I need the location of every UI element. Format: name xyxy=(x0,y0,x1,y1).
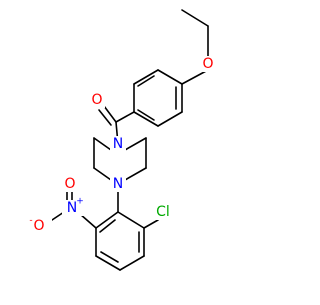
bond-co-double-a xyxy=(103,105,117,123)
bonds xyxy=(45,9,209,271)
bond-pip-f xyxy=(93,137,112,151)
bond-ring1-c xyxy=(133,111,159,127)
bond-ring1-double-2 xyxy=(137,109,155,121)
bond-ring1-double-3 xyxy=(137,75,155,87)
atom-o-carbonyl: O xyxy=(91,92,102,108)
bond-pip-d xyxy=(93,167,112,181)
bond-o-aryl xyxy=(181,69,209,85)
bg-o-nitro-double xyxy=(62,176,78,192)
bg-n-nitro xyxy=(62,200,84,216)
atom-n-piperazine-bottom: N xyxy=(113,176,123,192)
atom-label-backgrounds xyxy=(30,56,216,234)
structure-svg: O O N N Cl N + O O - xyxy=(29,9,216,271)
bond-ring2-a xyxy=(95,211,119,229)
bond-ring2-double-2 xyxy=(100,251,119,263)
atom-o-ether: O xyxy=(202,56,213,72)
bg-o-nitro-single xyxy=(30,218,52,234)
atom-n-nitro: N xyxy=(67,200,77,216)
bg-o-carbonyl xyxy=(89,92,105,108)
atom-n-nitro-charge: + xyxy=(76,197,84,207)
bond-ring1-e xyxy=(133,69,159,85)
atom-o-nitro-charge: - xyxy=(29,216,32,226)
bond-ring2-cl xyxy=(143,219,159,229)
bond-ring1-f xyxy=(157,69,183,85)
atom-o-nitro-single: O xyxy=(33,218,44,234)
bond-ring1-b xyxy=(157,111,183,127)
atom-o-nitro-double: O xyxy=(64,176,75,192)
bond-ring2-f xyxy=(117,211,145,229)
bond-pip-a xyxy=(124,137,147,151)
bond-ring2-nitro xyxy=(79,213,97,229)
bond-ring1-carbonyl xyxy=(115,111,135,123)
bond-ring2-double-1 xyxy=(99,219,116,233)
atom-labels: O O N N Cl N + O O - xyxy=(29,56,213,234)
bond-ethyl-ch3-ch2 xyxy=(181,9,209,27)
atom-cl: Cl xyxy=(156,204,170,220)
bond-ring2-d xyxy=(119,255,145,271)
bond-co-double-b xyxy=(98,109,112,126)
atom-n-piperazine-top: N xyxy=(113,136,123,152)
bg-n-top xyxy=(110,136,126,152)
bond-ring2-c xyxy=(95,255,121,271)
bg-n-bottom xyxy=(110,176,126,192)
molecule-diagram: O O N N Cl N + O O - xyxy=(29,9,216,271)
bg-cl xyxy=(152,204,174,220)
bond-pip-c xyxy=(124,167,147,181)
bg-o-ether xyxy=(200,56,216,72)
